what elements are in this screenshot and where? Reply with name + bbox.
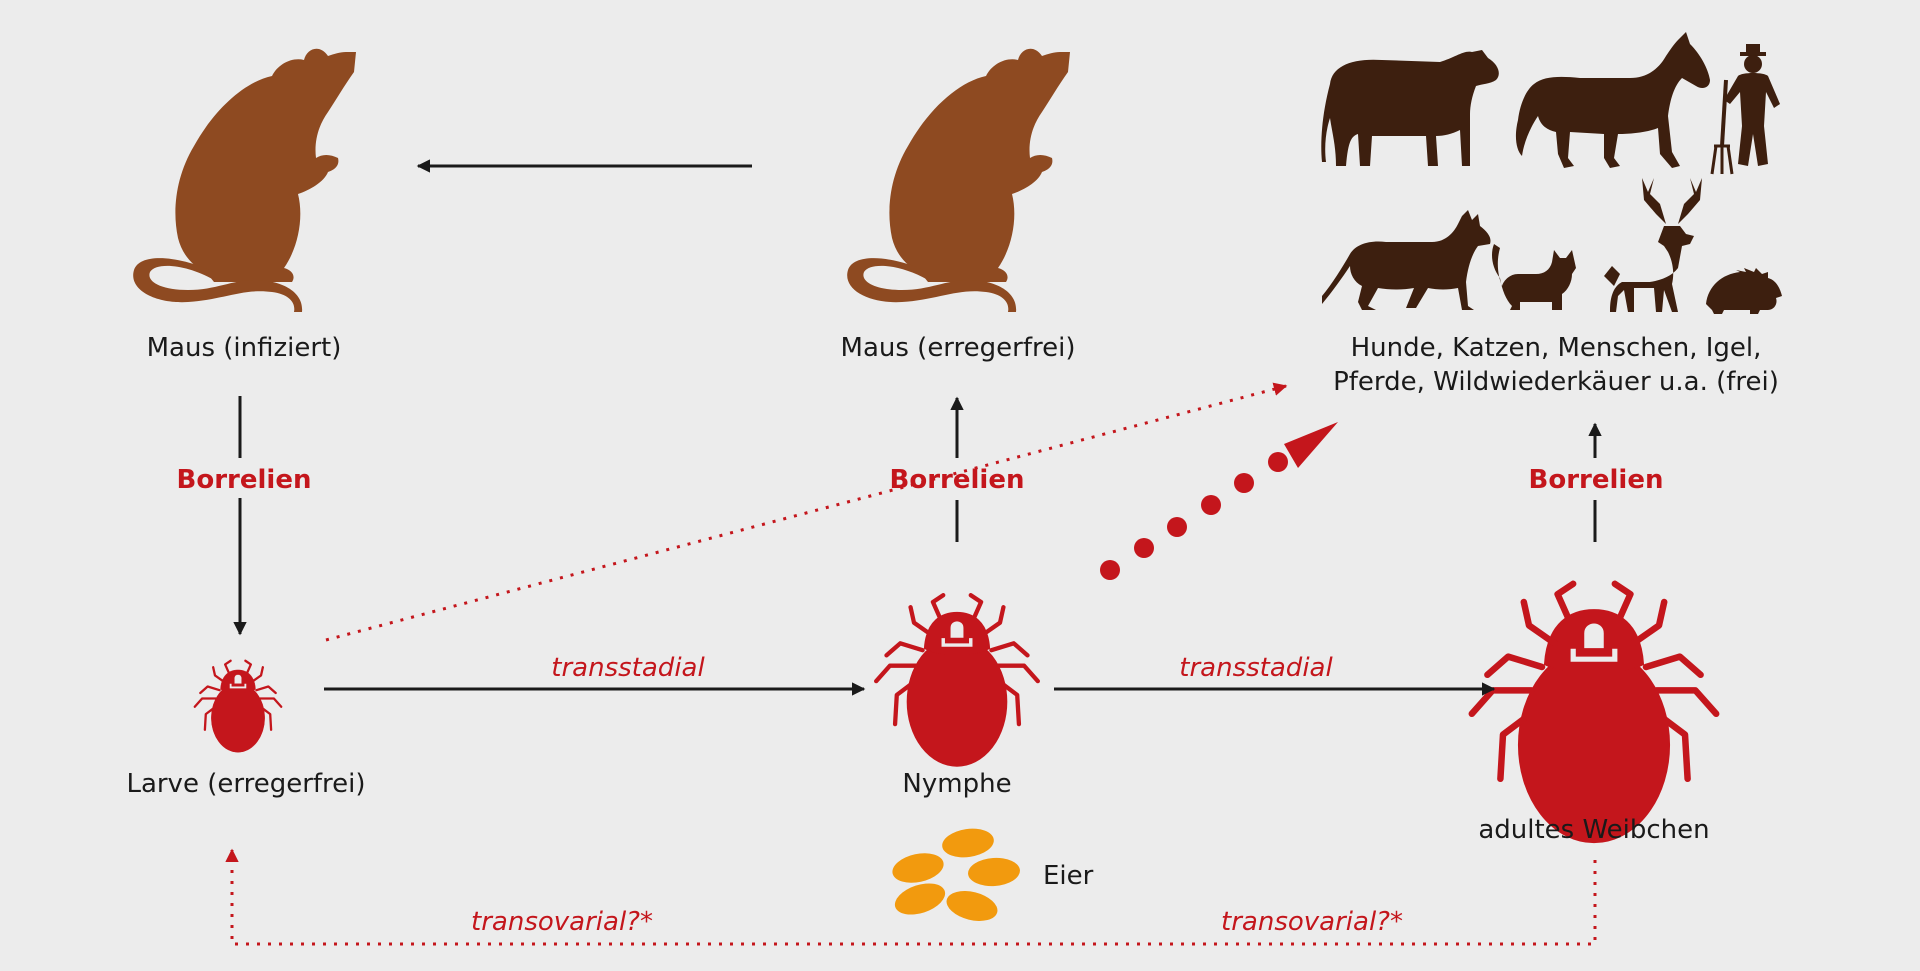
red-arrowhead xyxy=(1284,422,1338,468)
cat-icon xyxy=(1492,244,1576,310)
mouse-icon xyxy=(847,48,1070,312)
egg xyxy=(968,857,1020,887)
host-animals-group xyxy=(1321,32,1782,314)
borrelien-label-right: Borrelien xyxy=(1529,465,1664,495)
borrelien-label-left: Borrelien xyxy=(177,465,312,495)
horse-icon xyxy=(1515,32,1710,168)
nymph-label: Nymphe xyxy=(902,769,1011,799)
transovarial-label-right: transovarial?* xyxy=(1221,907,1403,937)
mouse-infected-silhouette xyxy=(133,48,356,312)
hosts-label-line1: Hunde, Katzen, Menschen, Igel, xyxy=(1351,333,1762,363)
tick-icon xyxy=(193,659,283,754)
hedgehog-icon xyxy=(1706,268,1782,314)
eggs-label: Eier xyxy=(1043,861,1094,891)
cow-icon xyxy=(1321,50,1499,166)
mouse-free-label: Maus (erregerfrei) xyxy=(841,333,1076,363)
tick-icon xyxy=(1472,584,1716,843)
red-dot xyxy=(1201,495,1221,515)
nymph-tick-silhouette xyxy=(876,595,1038,766)
red-dot xyxy=(1100,560,1120,580)
mouse-infected-label: Maus (infiziert) xyxy=(147,333,342,363)
egg xyxy=(894,883,946,915)
larva-tick-silhouette xyxy=(193,659,283,754)
red-dot xyxy=(1234,473,1254,493)
egg xyxy=(946,891,998,921)
adult-label: adultes Weibchen xyxy=(1478,815,1709,845)
tick-icon xyxy=(876,595,1038,766)
transstadial-label-1: transstadial xyxy=(551,653,705,683)
egg xyxy=(892,853,944,883)
eggs-icon xyxy=(892,828,1020,921)
dog-icon xyxy=(1322,210,1491,310)
mouse-free-silhouette xyxy=(847,48,1070,312)
deer-icon xyxy=(1604,178,1702,312)
borrelien-label-mid: Borrelien xyxy=(890,465,1025,495)
larva-label: Larve (erregerfrei) xyxy=(126,769,365,799)
farmer-icon xyxy=(1710,44,1780,175)
dotted-arrow-larva-to-hosts xyxy=(325,382,1288,642)
large-dotted-arrow-nymph-to-hosts xyxy=(1100,422,1338,580)
mouse-icon xyxy=(133,48,356,312)
red-dot xyxy=(1167,517,1187,537)
red-dot xyxy=(1268,452,1288,472)
red-dot xyxy=(1134,538,1154,558)
transstadial-label-2: transstadial xyxy=(1179,653,1333,683)
adult-tick-silhouette xyxy=(1472,584,1716,843)
transovarial-label-left: transovarial?* xyxy=(471,907,653,937)
hosts-label-line2: Pferde, Wildwiederkäuer u.a. (frei) xyxy=(1333,367,1779,397)
egg xyxy=(942,828,994,858)
